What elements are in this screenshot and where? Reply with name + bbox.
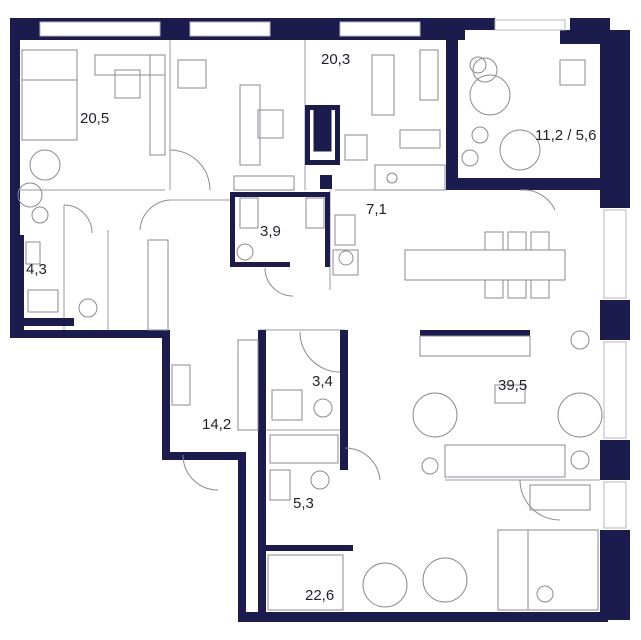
area-label-bathroom-3: 5,3 [293,495,314,512]
plants [31,56,590,603]
area-label-study: 20,3 [321,51,350,68]
area-label-bathroom-1: 4,3 [26,261,47,278]
windows [39,19,627,529]
area-label-living: 39,5 [498,377,527,394]
area-label-bedroom-2: 22,6 [305,587,334,604]
area-labels: 20,5 20,3 11,2 / 5,6 4,3 3,9 7,1 39,5 3,… [26,51,596,604]
area-label-kitchen: 7,1 [366,201,387,218]
area-label-bedroom-1: 20,5 [80,110,109,127]
furniture [17,49,603,611]
area-label-laundry: 3,9 [260,223,281,240]
area-label-terrace: 11,2 / 5,6 [535,127,596,144]
area-label-bathroom-2: 3,4 [312,373,333,390]
internal-wall-blocks [18,105,530,620]
doors [63,149,561,521]
area-label-hall: 14,2 [202,416,231,433]
